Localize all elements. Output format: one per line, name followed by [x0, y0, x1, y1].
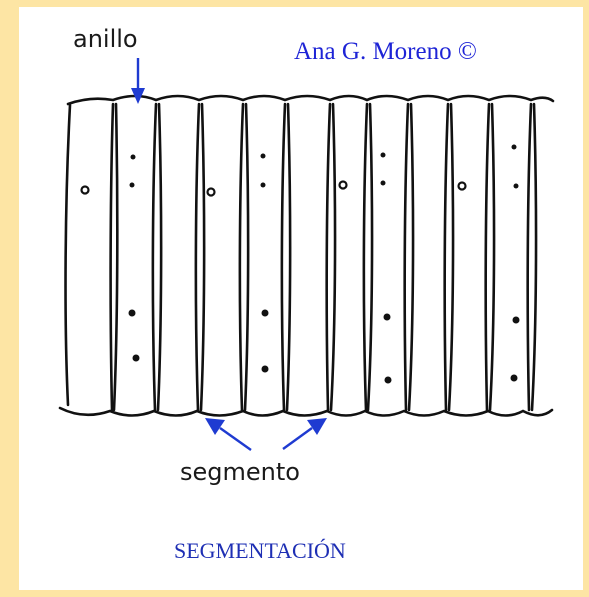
ring-label: anillo [73, 25, 138, 53]
author-credit: Ana G. Moreno © [294, 38, 477, 65]
ring-pointer-arrow [131, 58, 145, 104]
body-bottom-outline [58, 406, 554, 417]
segment-label: segmento [180, 458, 300, 486]
segment-pointer-arrow-right [282, 418, 327, 450]
segment-pointer-arrow-left [205, 418, 252, 451]
segment-dots [128, 144, 520, 384]
segment-rings [80, 180, 467, 197]
body-top-outline [66, 94, 555, 106]
segment-walls [64, 102, 538, 412]
figure-caption: SEGMENTACIÓN [174, 538, 346, 563]
